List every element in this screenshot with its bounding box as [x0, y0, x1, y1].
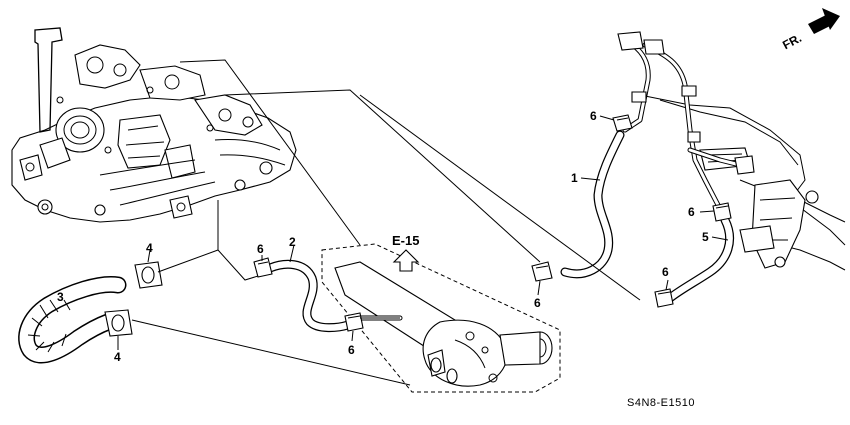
clamp-6-hose5-lower	[654, 288, 674, 308]
callout-6-hose5-lower: 6	[662, 265, 669, 279]
leader-lines	[63, 59, 729, 386]
joint-4-lower	[104, 309, 133, 337]
engine-block-right	[639, 94, 846, 271]
reference-e15: E-15	[392, 233, 419, 248]
front-direction-arrow-icon	[808, 8, 840, 34]
callout-6-hose2-right: 6	[348, 343, 355, 357]
hose-3	[18, 275, 127, 364]
hose-5	[665, 215, 735, 303]
hose-2	[265, 259, 353, 333]
clamp-6-upper	[612, 114, 633, 132]
callout-4-lower: 4	[114, 350, 121, 364]
callout-5: 5	[702, 230, 709, 244]
intake-manifold	[11, 27, 297, 223]
diagram-code: S4N8-E1510	[627, 397, 695, 409]
callout-4-upper: 4	[146, 241, 153, 255]
pipe-assembly	[617, 31, 755, 208]
joint-4-upper	[134, 261, 163, 289]
front-direction-label: FR.	[780, 31, 804, 52]
clamp-6-hose5-upper	[712, 202, 732, 222]
callout-1: 1	[571, 171, 578, 185]
callout-6-hose5-upper: 6	[688, 205, 695, 219]
callout-6-hose1-lower: 6	[534, 296, 541, 310]
clamp-6-hose2-left	[253, 257, 273, 278]
up-arrow-icon	[392, 249, 420, 272]
clamp-6-hose2-right	[344, 312, 364, 332]
callout-6-upper: 6	[590, 109, 597, 123]
callout-3: 3	[57, 290, 64, 304]
callout-6-hose2-left: 6	[257, 242, 264, 256]
water-passage-group	[321, 243, 561, 393]
hose-1	[560, 130, 625, 279]
callout-2: 2	[289, 235, 296, 249]
clamp-6-hose1-lower	[531, 261, 553, 282]
